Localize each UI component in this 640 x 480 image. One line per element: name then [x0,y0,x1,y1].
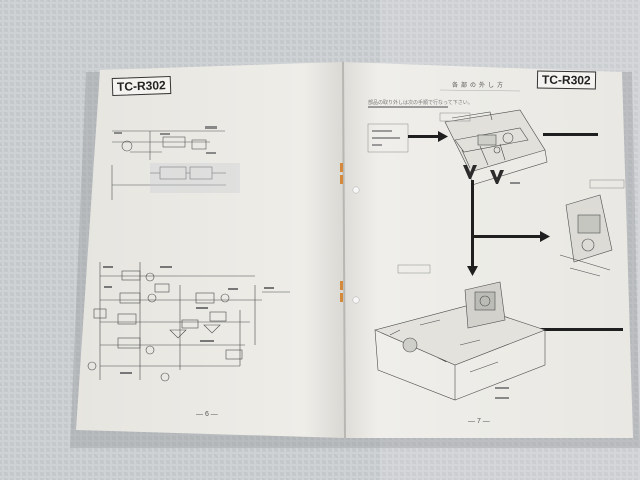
staples [340,163,343,302]
left-page-number: — 6 — [196,411,218,418]
right-page-number: — 7 — [468,418,490,425]
schematic-shaded-area [150,163,240,193]
section-heading: 各部の外し方 [452,83,507,89]
diagram-front-panel [444,109,548,186]
gutter [342,61,346,439]
left-page [76,62,345,438]
chassis-callouts [495,182,520,399]
binding-hole-lower [352,296,360,304]
schematic-lower-labels [103,266,274,374]
v-arrows [463,165,504,184]
schematic-upper [111,130,226,200]
binding-hole-upper [352,186,360,194]
schematic-lower [87,262,290,382]
callout-text-lines [372,130,400,146]
diagram-label-boxes [397,112,625,274]
right-model-label: TC-R302 [536,70,596,90]
intro-text: 部品の取り外しは次の手順で行なって下さい。 [368,100,473,106]
left-model-label: TC-R302 [111,75,171,97]
schematic-upper-labels [114,126,217,154]
diagram-chassis [374,281,546,401]
heading-rule [439,89,521,92]
diagram-mechanism [559,194,613,277]
intro-text-lines [368,106,448,108]
